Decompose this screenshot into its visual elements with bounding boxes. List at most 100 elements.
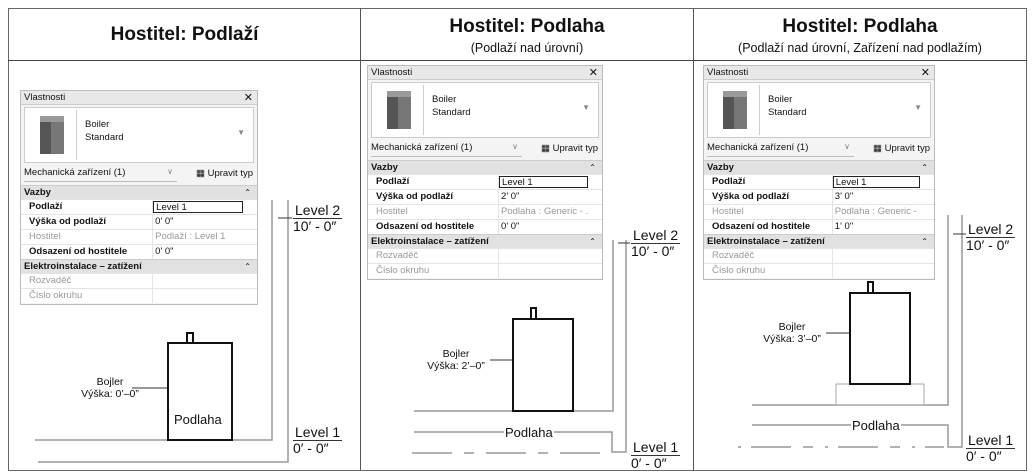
- close-icon[interactable]: ✕: [243, 92, 253, 104]
- floor-label: Podlaha: [504, 425, 554, 440]
- prop-value[interactable]: 1' 0": [834, 221, 854, 232]
- edit-type-button[interactable]: ▦ Upravit typ: [196, 168, 253, 179]
- close-icon[interactable]: ✕: [588, 67, 598, 79]
- column-subtitle: (Podlaží nad úrovní): [470, 41, 584, 55]
- category-filter[interactable]: Mechanická zařízení (1)∨: [707, 142, 854, 157]
- prop-key: Rozvaděč: [704, 249, 833, 263]
- prop-row-panel: Rozvaděč: [368, 248, 602, 263]
- prop-value[interactable]: 0' 0": [155, 216, 174, 227]
- column-header-1: Hostitel: Podlaží: [9, 8, 360, 60]
- boiler-name: Bojler: [778, 321, 806, 333]
- level-name: Level 2: [631, 227, 681, 244]
- edit-type-icon: ▦: [540, 143, 553, 154]
- prop-key: Rozvaděč: [368, 249, 500, 263]
- edit-type-label: Upravit typ: [884, 143, 930, 154]
- prop-value: Podlaží : Level 1: [155, 231, 226, 242]
- level-elevation: 0′ - 0″: [631, 455, 667, 471]
- level-name: Level 2: [966, 221, 1016, 238]
- collapse-icon[interactable]: ⌃: [244, 188, 251, 197]
- prop-row-panel: Rozvaděč: [704, 248, 934, 263]
- level-name: Level 1: [631, 439, 681, 456]
- edit-type-button[interactable]: ▦ Upravit typ: [541, 143, 598, 154]
- chevron-down-icon[interactable]: ▼: [582, 103, 590, 112]
- prop-key: Odsazení od hostitele: [704, 220, 833, 234]
- prop-value[interactable]: 3' 0": [834, 191, 854, 202]
- prop-key: Výška od podlaží: [704, 190, 833, 204]
- prop-value[interactable]: 2' 0": [501, 191, 520, 202]
- prop-key: Podlaží: [21, 200, 154, 214]
- category-filter[interactable]: Mechanická zařízení (1)∨: [371, 142, 522, 157]
- section-constraints[interactable]: Vazby⌃: [704, 160, 934, 174]
- collapse-icon[interactable]: ⌃: [921, 237, 928, 246]
- column-header-2: Hostitel: Podlaha (Podlaží nad úrovní): [361, 8, 693, 60]
- level-input[interactable]: Level 1: [153, 201, 243, 213]
- level-input[interactable]: Level 1: [499, 176, 588, 188]
- prop-key: Výška od podlaží: [368, 190, 500, 204]
- category-label: Mechanická zařízení (1): [24, 167, 126, 178]
- prop-value: Podlaha : Generic - ...: [501, 206, 588, 217]
- section-electrical[interactable]: Elektroinstalace – zatížení ⌃: [368, 234, 602, 248]
- category-filter[interactable]: Mechanická zařízení (1)∨: [24, 167, 177, 182]
- prop-key: Podlaží: [368, 175, 500, 189]
- prop-value[interactable]: 0' 0": [501, 221, 520, 232]
- section-constraints[interactable]: Vazby ⌃: [21, 185, 257, 199]
- edit-type-button[interactable]: ▦ Upravit typ: [873, 143, 930, 154]
- collapse-icon[interactable]: ⌃: [921, 163, 928, 172]
- section-constraints[interactable]: Vazby⌃: [368, 160, 602, 174]
- collapse-icon[interactable]: ⌃: [589, 237, 596, 246]
- section-label: Vazby: [24, 187, 51, 198]
- type-subname: Standard: [432, 107, 471, 118]
- close-icon[interactable]: ✕: [920, 67, 930, 79]
- prop-key: Hostitel: [704, 205, 833, 219]
- level-name: Level 2: [293, 202, 343, 219]
- prop-value[interactable]: 0' 0": [155, 246, 174, 257]
- level-elevation: 10′ - 0″: [966, 237, 1010, 253]
- section-label: Elektroinstalace – zatížení: [371, 236, 489, 247]
- level-name: Level 1: [966, 432, 1016, 449]
- boiler-height: Výška: 2’–0”: [427, 360, 485, 372]
- column-title: Hostitel: Podlaha: [449, 16, 605, 37]
- edit-type-icon: ▦: [872, 143, 885, 154]
- level-input[interactable]: Level 1: [832, 176, 920, 188]
- type-subname: Standard: [85, 132, 124, 143]
- chevron-down-icon[interactable]: ▼: [237, 128, 245, 137]
- prop-key: Číslo okruhu: [368, 264, 500, 278]
- boiler-thumbnail-icon: [27, 110, 77, 160]
- chevron-down-icon[interactable]: ▼: [914, 103, 922, 112]
- type-name: Boiler: [768, 94, 793, 105]
- collapse-icon[interactable]: ⌃: [244, 262, 251, 271]
- section-electrical[interactable]: Elektroinstalace – zatížení⌃: [704, 234, 934, 248]
- section-electrical[interactable]: Elektroinstalace – zatížení⌃: [21, 259, 257, 273]
- type-name: Boiler: [85, 119, 110, 130]
- palette-title: Vlastnosti: [707, 67, 749, 78]
- palette-title: Vlastnosti: [24, 92, 66, 103]
- prop-value: Podlaha : Generic - ...: [834, 206, 920, 217]
- palette-title-bar: Vlastnosti✕: [368, 66, 602, 80]
- collapse-icon[interactable]: ⌃: [589, 163, 596, 172]
- prop-key: Hostitel: [368, 205, 500, 219]
- column-header-3: Hostitel: Podlaha(Podlaží nad úrovní, Za…: [694, 8, 1026, 60]
